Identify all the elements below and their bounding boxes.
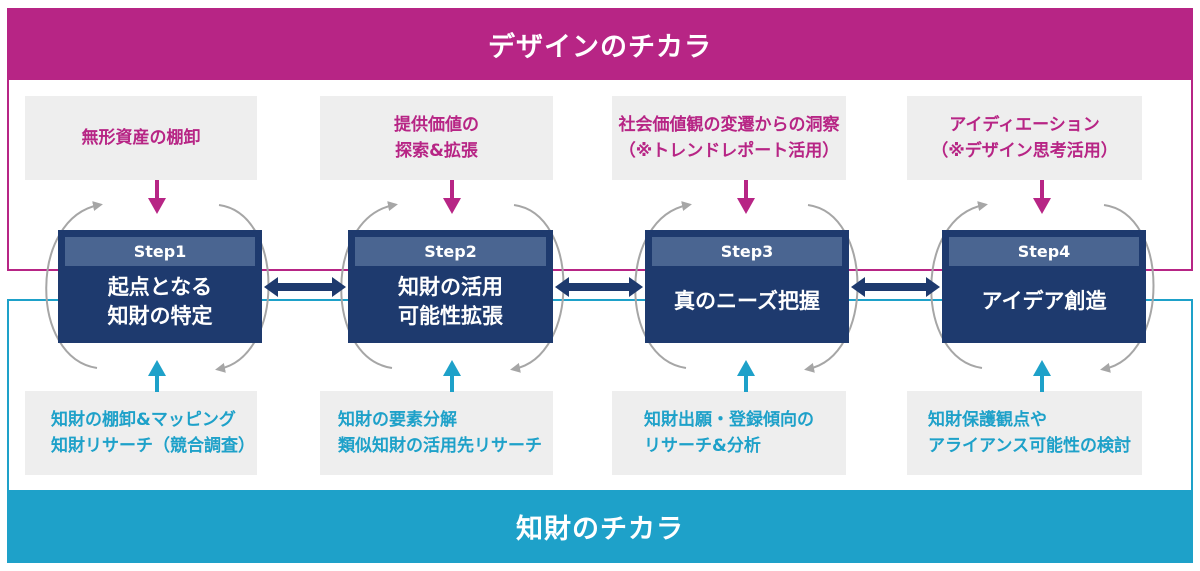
- ip-up-arrow-shaft: [155, 372, 159, 392]
- step-title-line: 真のニーズ把握: [674, 289, 820, 313]
- step-title-line: アイデア創造: [981, 289, 1107, 313]
- ip-up-arrow-shaft: [1040, 372, 1044, 392]
- ip-input-4: 知財保護観点や アライアンス可能性の検討: [907, 391, 1142, 475]
- ip-input-1: 知財の棚卸&マッピング 知財リサーチ（競合調査）: [25, 391, 257, 475]
- ip-input-line: 知財出願・登録傾向の: [644, 410, 814, 430]
- design-input-line: 探索&拡張: [395, 141, 478, 161]
- ip-frame: [7, 299, 1193, 492]
- ip-input-2: 知財の要素分解 類似知財の活用先リサーチ: [320, 391, 553, 475]
- ip-power-title: 知財のチカラ: [516, 514, 684, 545]
- step-2-box: Step2 知財の活用 可能性拡張: [348, 230, 553, 343]
- bidirectional-arrow-icon: [555, 277, 643, 297]
- ip-input-line: 知財の棚卸&マッピング: [51, 410, 236, 430]
- design-down-arrow-icon: [737, 198, 755, 214]
- design-input-4: アイディエーション （※デザイン思考活用）: [907, 96, 1142, 180]
- step-title-line: 知財の特定: [107, 303, 213, 328]
- design-down-arrow-icon: [1033, 198, 1051, 214]
- ip-input-line: 知財の要素分解: [338, 410, 457, 430]
- step-2-title: 知財の活用 可能性拡張: [355, 266, 546, 343]
- step-4-label: Step4: [949, 237, 1139, 266]
- ip-up-arrow-icon: [148, 360, 166, 376]
- step-2-label: Step2: [355, 237, 546, 266]
- step-title-line: 可能性拡張: [398, 303, 503, 328]
- design-down-arrow-icon: [443, 198, 461, 214]
- ip-input-3: 知財出願・登録傾向の リサーチ&分析: [612, 391, 846, 475]
- design-power-title: デザインのチカラ: [488, 31, 712, 63]
- step-4-box: Step4 アイデア創造: [942, 230, 1146, 343]
- ip-up-arrow-icon: [1033, 360, 1051, 376]
- design-input-2: 提供価値の 探索&拡張: [320, 96, 553, 180]
- ip-input-line: 知財保護観点や: [928, 410, 1047, 430]
- bidirectional-arrow-icon: [264, 277, 346, 297]
- step-3-label: Step3: [652, 237, 842, 266]
- ip-up-arrow-icon: [443, 360, 461, 376]
- design-input-line: 無形資産の棚卸: [81, 128, 201, 148]
- ip-input-line: リサーチ&分析: [644, 436, 761, 456]
- design-power-header: デザインのチカラ: [7, 8, 1193, 80]
- design-down-arrow-shaft: [744, 180, 748, 202]
- design-down-arrow-icon: [148, 198, 166, 214]
- design-input-1: 無形資産の棚卸: [25, 96, 257, 180]
- design-input-line: 社会価値観の変遷からの洞察: [618, 115, 840, 135]
- ip-up-arrow-shaft: [744, 372, 748, 392]
- step-1-box: Step1 起点となる 知財の特定: [58, 230, 262, 343]
- design-input-line: アイディエーション: [949, 115, 1100, 135]
- ip-input-line: アライアンス可能性の検討: [928, 436, 1131, 456]
- step-title-line: 起点となる: [107, 274, 213, 299]
- bidirectional-arrow-icon: [851, 277, 940, 297]
- design-down-arrow-shaft: [450, 180, 454, 202]
- ip-input-line: 知財リサーチ（競合調査）: [51, 436, 255, 456]
- step-4-title: アイデア創造: [949, 266, 1139, 343]
- design-input-line: 提供価値の: [394, 115, 479, 135]
- step-3-title: 真のニーズ把握: [652, 266, 842, 343]
- ip-up-arrow-shaft: [450, 372, 454, 392]
- step-1-label: Step1: [65, 237, 255, 266]
- step-title-line: 知財の活用: [398, 274, 503, 299]
- design-input-line: （※デザイン思考活用）: [931, 141, 1118, 161]
- cycle-arrow-right-icon: [1100, 204, 1155, 373]
- step-3-box: Step3 真のニーズ把握: [645, 230, 849, 343]
- ip-up-arrow-icon: [737, 360, 755, 376]
- ip-power-footer: 知財のチカラ: [7, 490, 1193, 563]
- design-input-3: 社会価値観の変遷からの洞察 （※トレンドレポート活用）: [612, 96, 846, 180]
- step-1-title: 起点となる 知財の特定: [65, 266, 255, 343]
- ip-input-line: 類似知財の活用先リサーチ: [338, 436, 542, 456]
- design-down-arrow-shaft: [1040, 180, 1044, 202]
- design-frame: [7, 78, 1193, 271]
- design-down-arrow-shaft: [155, 180, 159, 202]
- cycle-arrow-left-icon: [45, 201, 103, 369]
- design-input-line: （※トレンドレポート活用）: [618, 141, 840, 161]
